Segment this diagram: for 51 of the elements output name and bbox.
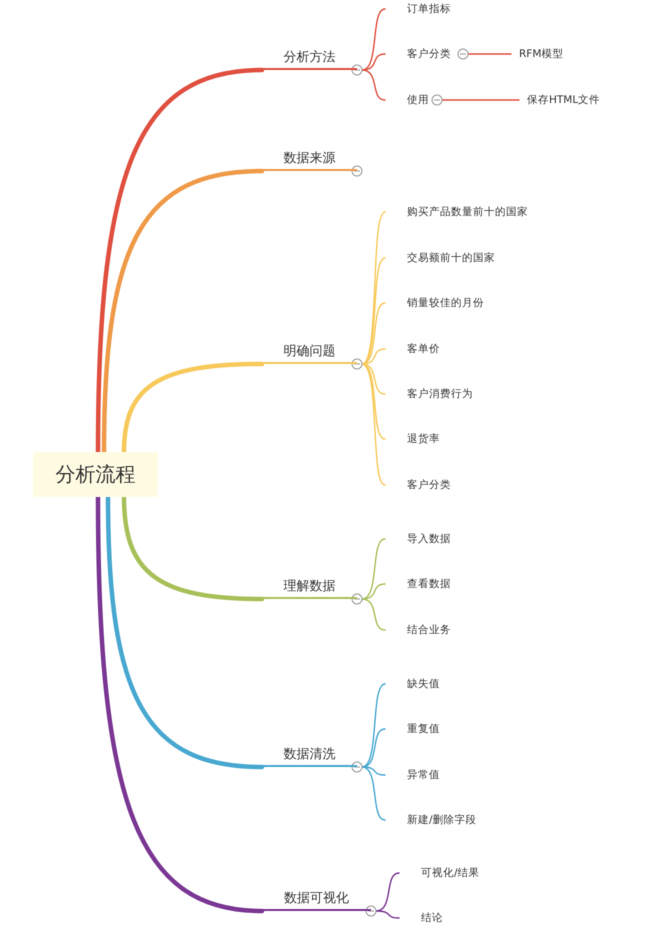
branch-line [96,68,264,454]
connector-line [361,8,386,71]
subtopic-label: 使用 [385,92,431,108]
connector-line [361,53,386,71]
branch-topic: 明确问题 [262,342,357,364]
connector-line [361,583,386,600]
connector-line [361,598,386,631]
subtopic-label: 异常值 [385,767,585,783]
branch-topic: 数据来源 [262,149,357,171]
subtopic-label: 重复值 [385,721,585,737]
subtopic-label: 客户分类 [385,477,585,493]
connector-line [375,872,400,912]
subtopic-label: 订单指标 [385,1,585,17]
connector-line [361,69,386,101]
subtopic-label: 客户消费行为 [385,386,585,402]
subtopic-label: 新建/删除字段 [385,812,585,828]
subtopic-label: 可视化/结果 [399,865,599,881]
subtopic-label: 交易额前十的国家 [385,250,585,266]
connector-line [361,728,386,768]
connector-line [361,363,386,486]
subtopic-label: 客单价 [385,341,585,357]
branch-line [102,168,264,454]
subtopic-label: 购买产品数量前十的国家 [385,204,635,220]
subtopic-label: 退货率 [385,431,585,447]
subtopic-label: 查看数据 [385,576,585,592]
connector-line [361,257,386,365]
subtopic-label: 结合业务 [385,622,585,638]
branch-topic: 数据可视化 [262,889,371,911]
connector-line [361,363,386,440]
connector-line [361,683,386,768]
branch-topic: 数据清洗 [262,745,357,767]
subtopic-label: RFM模型 [511,46,601,62]
branch-topic: 理解数据 [262,577,357,599]
root-topic: 分析流程 [33,452,158,497]
subtopic-label: 结论 [399,910,599,926]
connector-line [467,53,512,55]
subtopic-label: 销量较佳的月份 [385,295,585,311]
subtopic-label: 缺失值 [385,676,585,692]
connector-line [361,766,386,821]
subtopic-label: 客户分类 [385,46,455,62]
subtopic-label: 导入数据 [385,531,585,547]
branch-line [122,494,264,602]
connector-line [375,910,400,919]
branch-topic: 分析方法 [262,48,357,70]
subtopic-label: 保存HTML文件 [519,92,619,108]
connector-line [441,99,520,101]
connector-line [361,211,386,365]
branch-line [96,494,264,914]
branch-line [106,494,264,770]
branch-line [122,362,264,454]
connector-line [361,538,386,600]
